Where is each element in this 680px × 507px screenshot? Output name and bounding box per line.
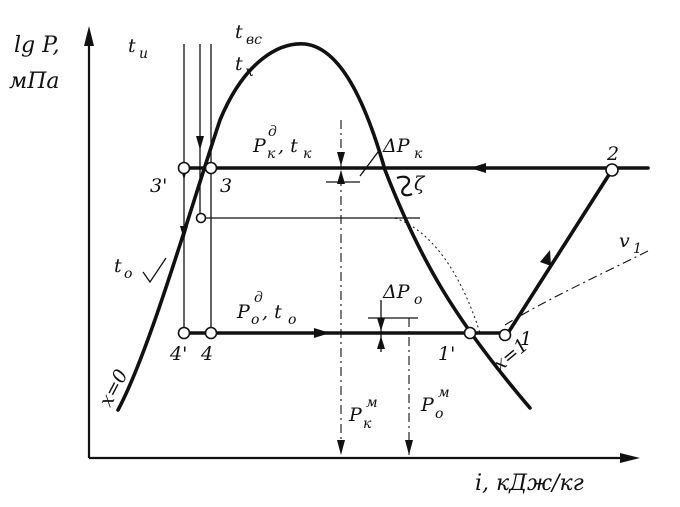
point-1-label: 1 [520,328,532,350]
t-u-arrow-3 [196,136,204,150]
dotted-curve [394,217,481,334]
po-label-rest-sub: о [288,312,296,328]
x-axis-arrow [620,453,640,463]
zeta-label: ζ [414,173,426,195]
po-label-sup: д [254,290,263,306]
t-k-top-label-sub: к [245,64,254,80]
po-m-label: P [420,394,435,416]
pk-m-arrow-top [337,152,345,166]
y-axis-arrow [84,26,94,46]
point-4 [204,326,218,340]
delta-po-label: ΔP [382,281,411,303]
evaporation-arrow [314,328,330,338]
zeta-mark [396,175,413,197]
po-label-rest: , t [262,301,282,323]
condensation-arrow [470,163,486,173]
point-4-label: 4 [200,343,213,365]
point-1prime [463,326,477,340]
t-o-check [142,257,167,284]
po-bracket-arrow-down [377,318,385,331]
t-o-label-sub: о [124,266,132,282]
pk-label-sub: к [267,146,276,162]
po-m-label-sub: о [435,406,443,422]
y-axis-label-bottom: мПа [9,69,60,94]
pk-label-rest: , t [278,135,298,157]
t-k-top-label: t [235,53,243,75]
t-o-label: t [114,255,122,277]
point-1 [498,328,512,342]
point-3-sub [195,212,207,224]
point-1prime-label: 1' [438,343,455,365]
pk-m-label: P [348,404,363,426]
pk-label-sup: д [268,124,277,140]
delta-po-label-sub: о [414,292,422,308]
po-label-sub: о [251,312,259,328]
t-u-arrow-2 [180,226,188,240]
po-bracket-arrow-up [377,336,385,349]
po-m-label-sup: м [438,385,450,401]
delta-pk-label: ΔP [382,135,411,157]
saturation-dome [116,42,532,412]
x-axis-label: i, кДж/кг [475,471,584,496]
pk-label-rest-sub: к [303,146,312,162]
point-3-label: 3 [220,175,232,197]
axes [84,26,640,463]
point-4prime-label: 4' [169,343,187,365]
v1-label-sub: 1 [633,241,642,257]
pk-m-label-sup: м [366,395,378,411]
pk-m-label-sub: к [363,416,372,432]
compression-arrow [540,250,551,266]
point-2 [605,163,619,177]
t-vs-label-sub: вс [246,32,262,48]
compression-line [506,168,614,335]
v1-isochore [504,249,651,326]
pk-m-arrow-up [337,170,345,184]
y-axis-label-top: lg P, [14,33,59,58]
point-3 [204,161,218,175]
delta-pk-label-sub: к [414,146,423,162]
t-vs-label: t [235,21,243,43]
po-label: P [236,301,251,323]
t-u-label-sub: u [139,46,148,62]
t-u-label: t [128,35,136,57]
v1-label: v [619,230,630,252]
po-m-arrow-bottom [405,440,413,455]
pk-m-arrow-bottom [337,440,345,455]
pk-label: P [252,135,267,157]
point-3prime-label: 3' [150,175,167,197]
delta-pk-leader [359,151,379,177]
point-2-label: 2 [606,143,619,165]
point-3prime [177,161,191,175]
point-4prime [177,326,191,340]
